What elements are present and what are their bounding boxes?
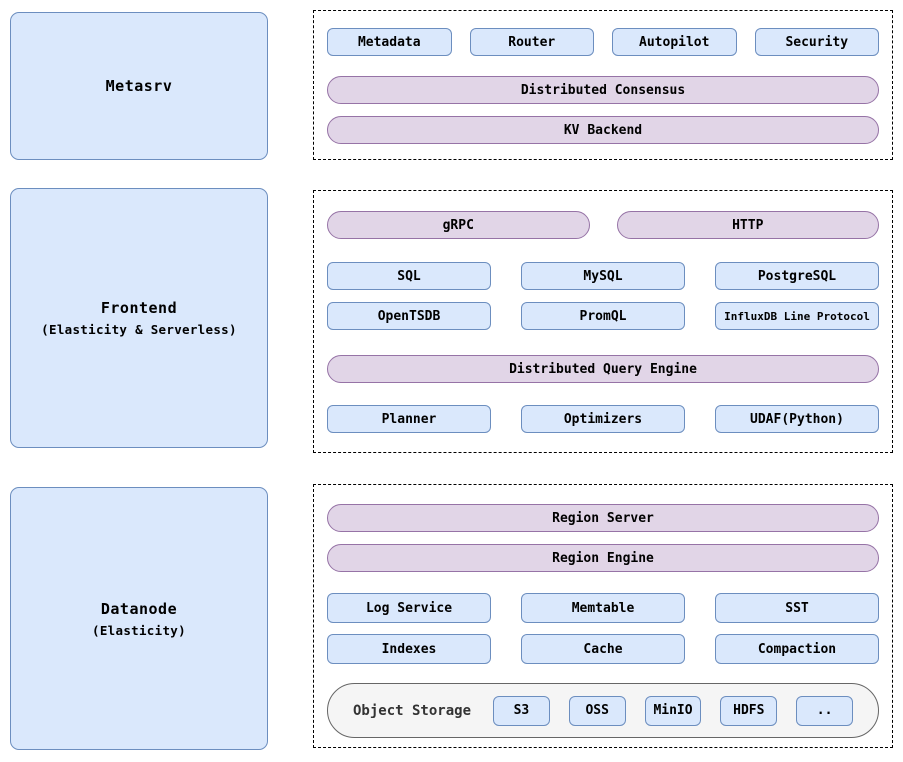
frontend-detail-container: gRPC HTTP SQL MySQL PostgreSQL OpenTSDB … bbox=[313, 190, 893, 453]
indexes-box: Indexes bbox=[327, 634, 491, 664]
frontend-title: Frontend bbox=[100, 299, 178, 317]
object-storage-container: Object Storage S3 OSS MinIO HDFS .. bbox=[327, 683, 879, 738]
security-box: Security bbox=[754, 28, 879, 56]
cache-box: Cache bbox=[521, 634, 685, 664]
influxdb-line-protocol-box: InfluxDB Line Protocol bbox=[715, 302, 879, 330]
frontend-protocols-row: gRPC HTTP bbox=[327, 211, 879, 239]
compaction-box: Compaction bbox=[715, 634, 879, 664]
metadata-box: Metadata bbox=[327, 28, 452, 56]
object-storage-label: Object Storage bbox=[353, 702, 472, 719]
metasrv-detail-container: Metadata Router Autopilot Security Distr… bbox=[313, 10, 893, 160]
frontend-query-row2: OpenTSDB PromQL InfluxDB Line Protocol bbox=[327, 302, 879, 330]
datanode-engine-row1: Log Service Memtable SST bbox=[327, 593, 879, 623]
datanode-engine-row2: Indexes Cache Compaction bbox=[327, 634, 879, 664]
memtable-box: Memtable bbox=[521, 593, 685, 623]
datanode-detail-container: Region Server Region Engine Log Service … bbox=[313, 484, 893, 748]
distributed-query-engine-pill: Distributed Query Engine bbox=[327, 355, 879, 383]
minio-box: MinIO bbox=[644, 695, 702, 726]
http-pill: HTTP bbox=[616, 211, 879, 239]
grpc-pill: gRPC bbox=[327, 211, 590, 239]
postgresql-box: PostgreSQL bbox=[715, 262, 879, 290]
promql-box: PromQL bbox=[521, 302, 685, 330]
router-box: Router bbox=[469, 28, 594, 56]
metasrv-title: Metasrv bbox=[105, 77, 173, 95]
hdfs-box: HDFS bbox=[720, 695, 778, 726]
frontend-subtitle: (Elasticity & Serverless) bbox=[41, 322, 237, 337]
other-storage-box: .. bbox=[796, 695, 853, 726]
datanode-group-box: Datanode (Elasticity) bbox=[10, 487, 268, 750]
region-engine-pill: Region Engine bbox=[327, 544, 879, 572]
datanode-title: Datanode bbox=[100, 599, 178, 618]
datanode-subtitle: (Elasticity) bbox=[92, 622, 186, 638]
frontend-query-row1: SQL MySQL PostgreSQL bbox=[327, 262, 879, 290]
metasrv-group-box: Metasrv bbox=[10, 12, 268, 160]
autopilot-box: Autopilot bbox=[612, 28, 737, 56]
frontend-group-box: Frontend (Elasticity & Serverless) bbox=[10, 188, 268, 448]
log-service-box: Log Service bbox=[327, 593, 491, 623]
mysql-box: MySQL bbox=[521, 262, 685, 290]
sst-box: SST bbox=[715, 593, 879, 623]
udaf-python-box: UDAF(Python) bbox=[715, 405, 879, 433]
opentsdb-box: OpenTSDB bbox=[327, 302, 491, 330]
optimizers-box: Optimizers bbox=[521, 405, 685, 433]
sql-box: SQL bbox=[327, 262, 491, 290]
s3-box: S3 bbox=[493, 695, 550, 726]
oss-box: OSS bbox=[568, 695, 626, 726]
distributed-consensus-pill: Distributed Consensus bbox=[327, 76, 879, 104]
region-server-pill: Region Server bbox=[327, 504, 879, 532]
metasrv-components-row: Metadata Router Autopilot Security bbox=[327, 28, 879, 56]
kv-backend-pill: KV Backend bbox=[327, 116, 879, 144]
frontend-engine-components-row: Planner Optimizers UDAF(Python) bbox=[327, 405, 879, 433]
planner-box: Planner bbox=[327, 405, 491, 433]
